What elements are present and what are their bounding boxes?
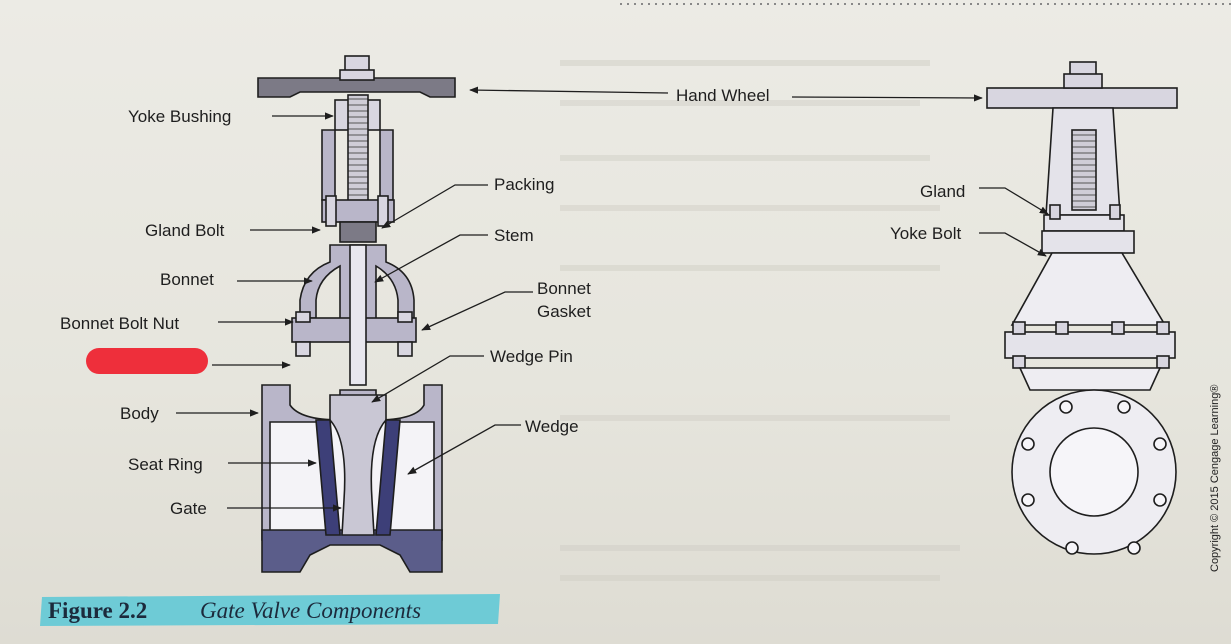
label-stem: Stem bbox=[494, 226, 534, 245]
caption-highlight bbox=[40, 594, 500, 626]
figure-number: Figure 2.2 bbox=[48, 598, 147, 623]
label-packing: Packing bbox=[494, 175, 554, 194]
label-gate: Gate bbox=[170, 499, 207, 518]
label-body: Body bbox=[120, 404, 159, 423]
label-gland-bolt: Gland Bolt bbox=[145, 221, 225, 240]
label-yoke-bushing: Yoke Bushing bbox=[128, 107, 231, 126]
label-gland: Gland bbox=[920, 182, 965, 201]
label-bonnet-bolt-nut: Bonnet Bolt Nut bbox=[60, 314, 179, 333]
bleed-through-text bbox=[560, 60, 960, 581]
redaction-mark bbox=[86, 348, 208, 374]
label-wedge: Wedge bbox=[525, 417, 579, 436]
leader-lines bbox=[176, 86, 1049, 512]
label-wedge-pin: Wedge Pin bbox=[490, 347, 573, 366]
exterior-valve bbox=[986, 61, 1178, 555]
label-hand-wheel: Hand Wheel bbox=[676, 86, 770, 105]
figure-title: Gate Valve Components bbox=[200, 598, 421, 623]
label-bonnet-gasket-1: Bonnet bbox=[537, 279, 591, 298]
label-bonnet-gasket-2: Gasket bbox=[537, 302, 591, 321]
label-seat-ring: Seat Ring bbox=[128, 455, 203, 474]
cross-section-valve bbox=[257, 55, 456, 573]
label-yoke-bolt: Yoke Bolt bbox=[890, 224, 961, 243]
copyright-notice: Copyright © 2015 Cengage Learning® bbox=[1209, 385, 1221, 572]
hand-wheel-exterior bbox=[986, 87, 1178, 109]
label-bonnet: Bonnet bbox=[160, 270, 214, 289]
hand-wheel-section bbox=[257, 77, 456, 98]
